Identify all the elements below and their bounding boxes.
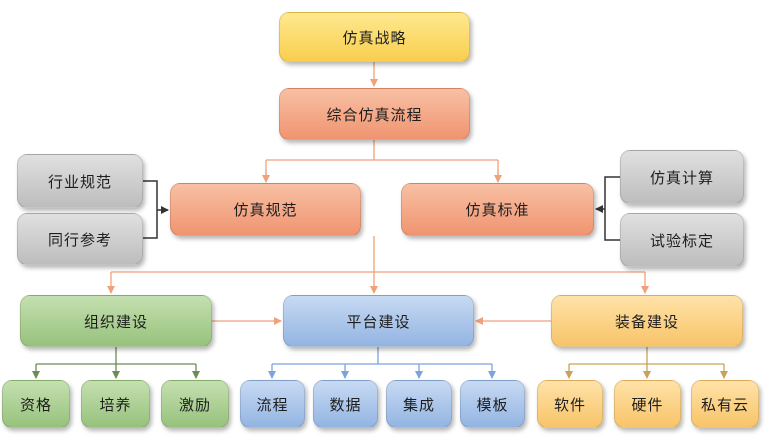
workflow-box: 流程 bbox=[240, 380, 305, 428]
organization-branch bbox=[36, 347, 196, 365]
software-box: 软件 bbox=[537, 380, 603, 428]
equipment-branch bbox=[569, 347, 724, 365]
data-box: 数据 bbox=[313, 380, 378, 428]
simulation-calculation-box: 仿真计算 bbox=[620, 150, 744, 204]
template-box: 模板 bbox=[460, 380, 525, 428]
test-calibration-box: 试验标定 bbox=[620, 213, 744, 267]
equipment-construction-box: 装备建设 bbox=[551, 295, 743, 347]
right-inputs-bracket bbox=[596, 176, 620, 241]
peer-reference-box: 同行参考 bbox=[17, 213, 143, 265]
hardware-box: 硬件 bbox=[614, 380, 681, 428]
platform-branch bbox=[272, 347, 492, 365]
integrated-simulation-process-box: 综合仿真流程 bbox=[279, 88, 470, 140]
qualification-box: 资格 bbox=[2, 380, 70, 428]
simulation-strategy-box: 仿真战略 bbox=[279, 12, 470, 62]
training-box: 培养 bbox=[81, 380, 150, 428]
left-inputs-bracket bbox=[143, 180, 168, 239]
organization-construction-box: 组织建设 bbox=[20, 295, 212, 347]
industry-norms-box: 行业规范 bbox=[17, 154, 143, 208]
integration-box: 集成 bbox=[386, 380, 452, 428]
private-cloud-box: 私有云 bbox=[691, 380, 759, 428]
process-to-norms-standards-arrows bbox=[265, 140, 499, 181]
platform-construction-box: 平台建设 bbox=[283, 295, 474, 347]
incentive-box: 激励 bbox=[161, 380, 229, 428]
simulation-standards-box: 仿真标准 bbox=[401, 183, 594, 236]
split-to-construction bbox=[111, 236, 645, 273]
simulation-norms-box: 仿真规范 bbox=[170, 183, 361, 236]
